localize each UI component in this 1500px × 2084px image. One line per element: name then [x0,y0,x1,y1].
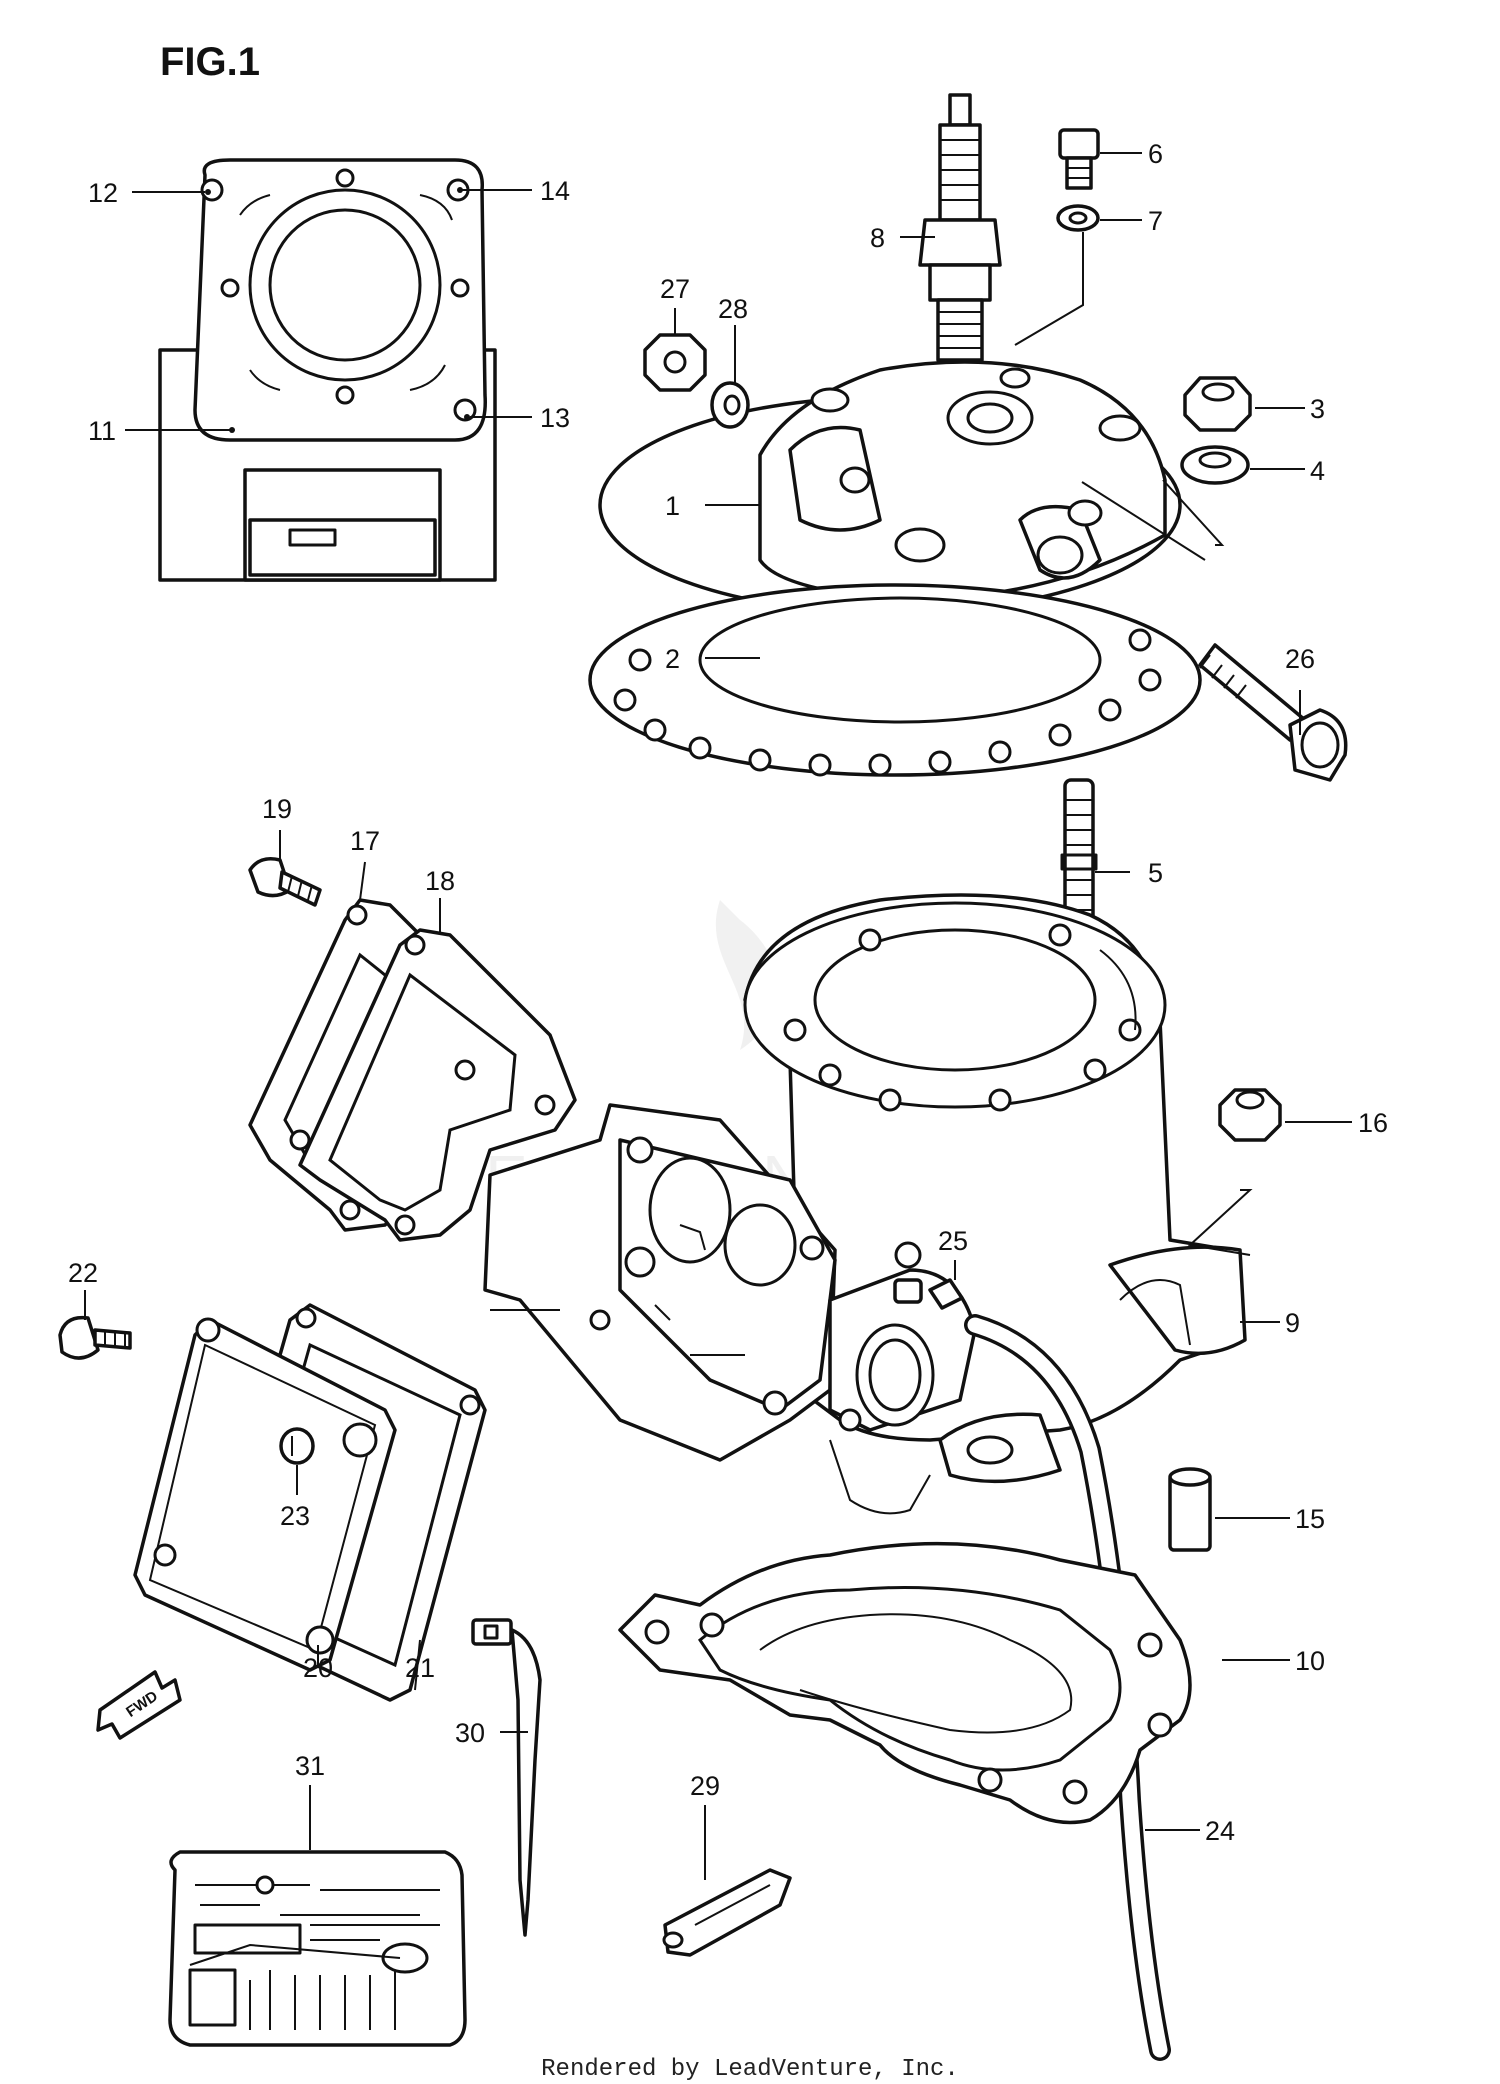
part-29-clamp [662,1868,792,1957]
fwd-arrow-icon: FWD [96,1670,182,1740]
callout-21: 21 [405,1653,435,1683]
part-22-screw [58,1315,132,1360]
callout-18: 18 [425,866,455,896]
callout-1: 1 [665,491,680,521]
callout-14: 14 [540,176,570,206]
callout-25: 25 [938,1226,968,1256]
callout-23: 23 [280,1501,310,1531]
part-11-cylinder-top-view [158,158,497,582]
callout-20: 20 [303,1653,333,1683]
part-26-long-bolt [1198,643,1348,782]
callout-8: 8 [870,223,885,253]
part-3-nut [1183,376,1252,432]
callout-27: 27 [660,274,690,304]
callout-19: 19 [262,794,292,824]
part-9-cylinder [483,893,1247,1515]
callout-3: 3 [1310,394,1325,424]
part-8-spark-plug [918,93,1002,362]
part-20-cover [133,1317,397,1672]
footer-credit: Rendered by LeadVenture, Inc. [541,2056,959,2083]
leader-lines [84,152,1352,1880]
callout-31: 31 [295,1751,325,1781]
callout-12: 12 [88,178,118,208]
callout-5: 5 [1148,858,1163,888]
callout-2: 2 [665,644,680,674]
part-27-nut [643,333,707,392]
callout-17: 17 [350,826,380,856]
part-1-cylinder-head [598,360,1182,615]
part-23-plug [279,1427,315,1465]
callout-15: 15 [1295,1504,1325,1534]
part-25-nipple [893,1278,964,1310]
callout-6: 6 [1148,139,1163,169]
callout-7: 7 [1148,206,1163,236]
callout-16: 16 [1358,1108,1388,1138]
part-15-dowel [1168,1467,1212,1552]
part-10-base-gasket [618,1541,1192,1825]
part-4-washer [1180,445,1250,485]
part-30-cable-tie [471,1618,542,1937]
part-31-label [168,1850,467,2047]
callout-26: 26 [1285,644,1315,674]
part-18-gasket [298,928,577,1242]
callout-13: 13 [540,403,570,433]
part-7-washer [1056,204,1100,232]
callout-4: 4 [1310,456,1325,486]
part-2-head-gasket [588,583,1202,777]
part-28-washer [710,381,750,429]
callout-30: 30 [455,1718,485,1748]
callout-labels: 1 2 3 4 5 6 7 8 9 10 11 12 13 14 15 16 1… [68,139,1388,1846]
figure-title: FIG.1 [160,40,260,84]
callout-22: 22 [68,1258,98,1288]
callout-9: 9 [1285,1308,1300,1338]
callout-24: 24 [1205,1816,1235,1846]
callout-29: 29 [690,1771,720,1801]
callout-28: 28 [718,294,748,324]
callout-11: 11 [88,416,116,446]
part-6-bolt [1058,128,1100,190]
part-16-nut [1218,1088,1282,1142]
callout-10: 10 [1295,1646,1325,1676]
part-19-screw [248,857,322,907]
